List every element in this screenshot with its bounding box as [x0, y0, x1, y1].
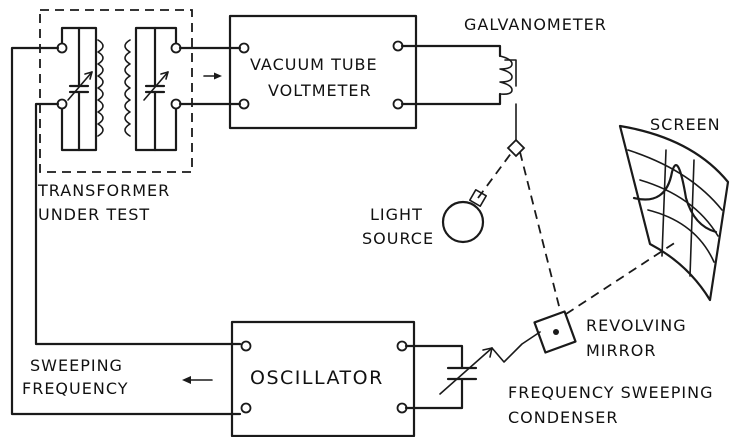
- secondary-tuning-capacitor: [143, 26, 169, 152]
- secondary-frame: [134, 26, 178, 152]
- screen-grid: [689, 159, 695, 277]
- primary-tuning-capacitor: [67, 26, 93, 152]
- screen-surface: [618, 124, 730, 302]
- wire: [10, 46, 242, 416]
- voltmeter-label: VOLTMETER: [268, 81, 372, 100]
- galvanometer-mirror: [506, 138, 526, 158]
- mechanical-linkage: [491, 331, 541, 363]
- light-source-label: SOURCE: [362, 229, 434, 248]
- light-beam: [477, 151, 513, 199]
- voltmeter-box: [228, 14, 418, 130]
- galvanometer: GALVANOMETER: [400, 15, 607, 158]
- primary-frame: [60, 26, 98, 152]
- secondary-coil: [124, 39, 131, 137]
- mirror-label: REVOLVING: [586, 316, 687, 335]
- screen-grid: [627, 149, 723, 211]
- galvanometer-coil: [499, 55, 513, 95]
- mirror-pivot: [553, 329, 559, 335]
- transformer-label: UNDER TEST: [38, 205, 150, 224]
- lamp-bulb: [441, 200, 485, 244]
- resonance-curve: [632, 164, 718, 234]
- screen-grid: [647, 209, 715, 263]
- wire: [404, 344, 464, 370]
- wire: [404, 378, 464, 410]
- screen: SCREEN: [618, 115, 730, 302]
- condenser-label: FREQUENCY SWEEPING: [508, 383, 714, 402]
- galvanometer-suspension: [504, 59, 517, 87]
- condenser-variable-arrow: [439, 347, 493, 395]
- sweeping-frequency-label: SWEEPING: [30, 356, 123, 375]
- transformer-enclosure: [39, 9, 193, 173]
- light-source: LIGHT SOURCE: [362, 189, 487, 248]
- primary-coil: [97, 39, 104, 137]
- oscillator-label: OSCILLATOR: [250, 367, 384, 389]
- transformer-under-test: TRANSFORMER UNDER TEST: [37, 9, 222, 224]
- condenser-arrowhead: [482, 347, 493, 358]
- mirror-square: [533, 310, 577, 354]
- oscillator: OSCILLATOR: [230, 320, 416, 437]
- vacuum-tube-voltmeter: VACUUM TUBE VOLTMETER: [228, 14, 418, 130]
- oscillator-terminal: [240, 402, 252, 414]
- condenser-label: CONDENSER: [508, 408, 619, 427]
- galvanometer-label: GALVANOMETER: [464, 15, 607, 34]
- sweeping-frequency-label: FREQUENCY: [22, 379, 128, 398]
- voltmeter-label: VACUUM TUBE: [250, 55, 378, 74]
- wire: [34, 102, 242, 346]
- screen-label: SCREEN: [650, 115, 721, 134]
- light-beam: [519, 151, 561, 311]
- frequency-sweeping-condenser: FREQUENCY SWEEPING CONDENSER: [404, 331, 714, 427]
- signal-arrowhead: [214, 72, 222, 80]
- sweep-arrowhead: [182, 376, 191, 384]
- wire: [400, 44, 502, 58]
- light-beam: [565, 241, 677, 315]
- mirror-label: MIRROR: [586, 341, 656, 360]
- transformer-label: TRANSFORMER: [37, 181, 170, 200]
- screen-grid: [661, 149, 667, 257]
- light-source-label: LIGHT: [370, 205, 423, 224]
- oscillator-terminal: [240, 340, 252, 352]
- wire: [400, 92, 502, 106]
- oscillator-box: [230, 320, 416, 437]
- revolving-mirror: REVOLVING MIRROR: [533, 310, 687, 360]
